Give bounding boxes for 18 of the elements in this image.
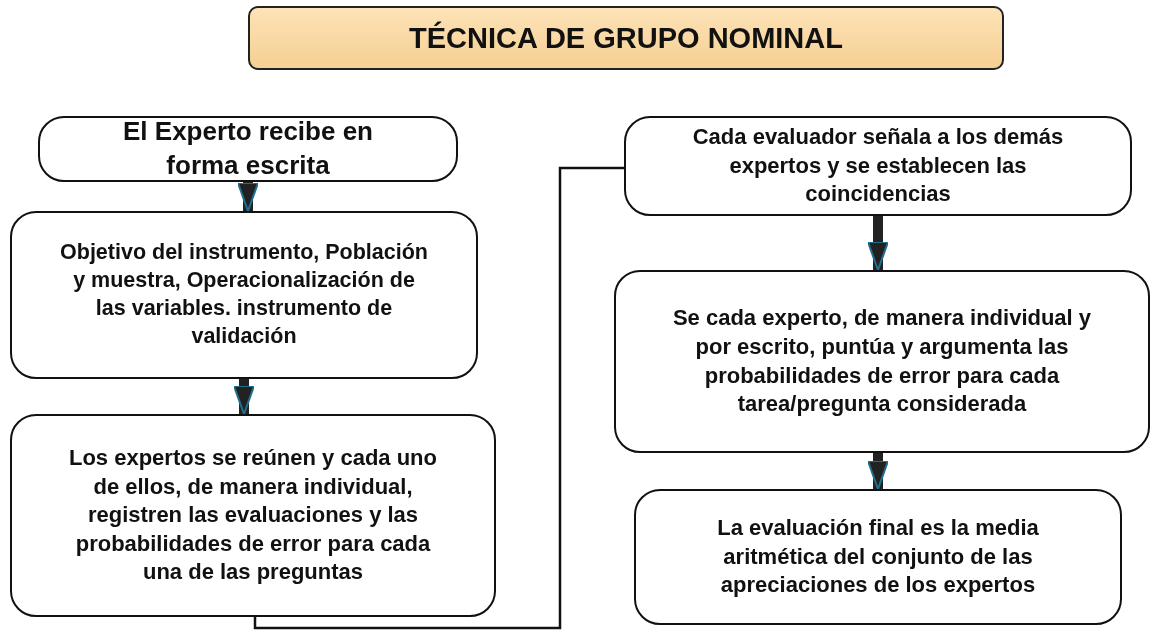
box-text: Cada evaluador señala a los demás expertos y se establecen las coincidencias xyxy=(691,123,1065,209)
down-arrow xyxy=(233,379,255,415)
box-text: Los expertos se reúnen y cada uno de ellos, de manera individual, registren las evaluaciones y las probabilidades de error para cada una de las preguntas xyxy=(68,444,438,587)
process-box xyxy=(38,116,458,182)
box-text: Objetivo del instrumento, Población y muestra, Operacionalización de las variables. instrumento de validación xyxy=(60,239,428,350)
down-arrow xyxy=(867,216,889,271)
box-text: El Experto recibe en forma escrita xyxy=(122,115,374,182)
process-box xyxy=(10,211,478,379)
down-arrow xyxy=(867,453,889,490)
process-box xyxy=(614,270,1150,453)
box-text: Se cada experto, de manera individual y por escrito, puntúa y argumenta las probabilidades de error para cada tarea/pregunta considerada xyxy=(671,304,1093,419)
down-arrow xyxy=(237,182,259,212)
connector-line xyxy=(253,166,624,630)
process-box xyxy=(634,489,1122,625)
process-box xyxy=(10,414,496,617)
box-text: La evaluación final es la media aritmética del conjunto de las apreciaciones de los expertos xyxy=(716,514,1040,600)
process-box xyxy=(624,116,1132,216)
title-banner: TÉCNICA DE GRUPO NOMINAL xyxy=(248,6,1004,70)
